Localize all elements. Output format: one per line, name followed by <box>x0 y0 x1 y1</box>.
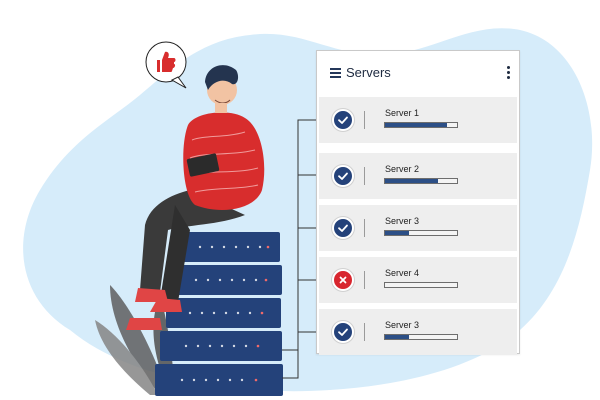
check-icon <box>332 165 354 187</box>
check-icon <box>332 109 354 131</box>
servers-panel: Servers Server 1 Server 2 Server 3 Server 4… <box>316 50 520 355</box>
check-icon <box>332 321 354 343</box>
row-divider <box>364 167 365 185</box>
row-divider <box>364 323 365 341</box>
server-load-bar <box>384 334 458 340</box>
server-label: Server 3 <box>385 320 420 330</box>
panel-title: Servers <box>346 65 391 80</box>
row-divider <box>364 271 365 289</box>
check-icon <box>332 217 354 239</box>
server-row[interactable]: Server 4 <box>319 257 517 303</box>
speech-bubble <box>145 41 187 89</box>
error-x-icon <box>332 269 354 291</box>
server-label: Server 4 <box>385 268 420 278</box>
kebab-menu-icon[interactable] <box>506 66 510 80</box>
server-rack <box>155 232 283 396</box>
row-divider <box>364 111 365 129</box>
server-row[interactable]: Server 1 <box>319 97 517 143</box>
server-row[interactable]: Server 3 <box>319 309 517 355</box>
list-icon <box>330 68 341 78</box>
server-load-bar <box>384 230 458 236</box>
server-load-bar <box>384 178 458 184</box>
connector-lines <box>282 119 316 379</box>
server-row[interactable]: Server 2 <box>319 153 517 199</box>
server-load-fill <box>385 123 447 127</box>
server-load-bar <box>384 282 458 288</box>
server-label: Server 3 <box>385 216 420 226</box>
server-load-fill <box>385 231 409 235</box>
person <box>126 65 265 330</box>
row-divider <box>364 219 365 237</box>
server-load-fill <box>385 179 439 183</box>
panel-header: Servers <box>317 51 519 95</box>
server-load-fill <box>385 335 409 339</box>
server-label: Server 2 <box>385 164 420 174</box>
server-label: Server 1 <box>385 108 420 118</box>
server-load-bar <box>384 122 458 128</box>
server-row[interactable]: Server 3 <box>319 205 517 251</box>
